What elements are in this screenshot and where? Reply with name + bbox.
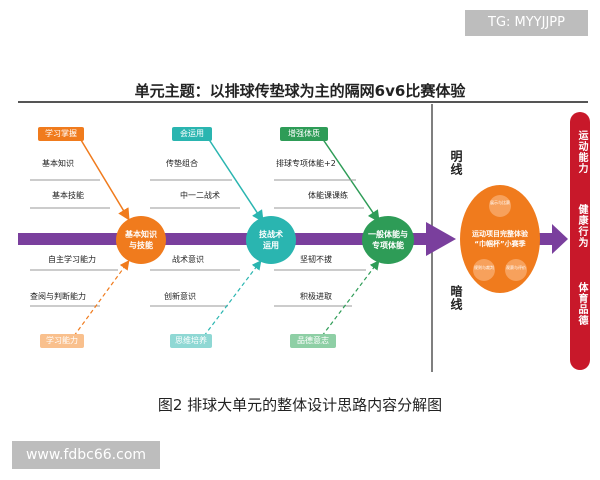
result-main-line-1: 运动项目完整体验 — [472, 230, 528, 238]
branch-2-node-line-2: 运用 — [263, 241, 279, 250]
outcome-2: 健康行为 — [576, 204, 587, 248]
diagram-title: 单元主题：以排球传垫球为主的隔网6v6比赛体验 — [134, 82, 466, 100]
watermark-bottom: www.fdbc66.com — [12, 441, 160, 469]
outcome-arrowhead — [552, 224, 568, 254]
branch-3-tag: 增强体质 — [280, 127, 328, 141]
outcome-1: 运动能力 — [576, 130, 587, 174]
branch-3-upper-1: 排球专项体能+2 — [276, 159, 336, 168]
branch-2-upper-1: 传垫组合 — [166, 159, 198, 168]
branch-3-node-line-1: 一般体能与 — [368, 230, 408, 239]
branch-3-lower-1: 坚韧不拔 — [300, 255, 332, 264]
outcome-capsule — [570, 112, 590, 370]
explicit-line-label: 明线 — [449, 150, 463, 176]
outcome-3: 体育品德 — [576, 282, 587, 326]
result-main-line-2: “巾帼杯”小赛季 — [474, 240, 526, 248]
branch-1-bottom-tag: 学习能力 — [40, 334, 84, 348]
branch-1-node-line-2: 与技能 — [129, 241, 153, 250]
branch-1-lower-1: 自主学习能力 — [48, 255, 96, 264]
result-main-text: 运动项目完整体验 “巾帼杯”小赛季 — [460, 229, 540, 249]
result-circle: 展示与比赛 规则与裁判 观赛与评价 运动项目完整体验 “巾帼杯”小赛季 — [460, 184, 540, 294]
branch-2-node-line-1: 技战术 — [259, 230, 283, 239]
branch-2-tag: 会运用 — [172, 127, 212, 141]
branch-3-lines — [274, 134, 380, 337]
branch-2-lines — [150, 134, 264, 337]
outcome-spine — [536, 233, 552, 245]
result-small-3: 观赛与评价 — [506, 265, 526, 270]
implicit-line-label: 暗线 — [449, 285, 463, 311]
result-small-2: 规则与裁判 — [474, 265, 494, 270]
branch-2-bottom-tag: 思维培养 — [170, 334, 212, 348]
branch-2-node: 技战术 运用 — [246, 216, 296, 264]
branch-3-node-line-2: 专项体能 — [372, 241, 404, 250]
watermark-top: TG: MYYJJPP — [465, 10, 588, 36]
branch-1-node-line-1: 基本知识 — [125, 230, 157, 239]
branch-1-lower-2: 查阅与判断能力 — [30, 292, 86, 301]
branch-3-lower-2: 积极进取 — [300, 292, 332, 301]
branch-1-lines — [30, 134, 130, 337]
branch-1-tag: 学习掌握 — [38, 127, 84, 141]
figure-caption: 图2 排球大单元的整体设计思路内容分解图 — [157, 396, 443, 414]
branch-3-bottom-tag: 品德意志 — [290, 334, 336, 348]
spine-arrowhead — [426, 222, 456, 256]
branch-3-node: 一般体能与 专项体能 — [362, 216, 414, 264]
branch-2-lower-1: 战术意识 — [172, 255, 204, 264]
branch-1-upper-1: 基本知识 — [42, 159, 74, 168]
result-circle-shape — [460, 185, 540, 293]
branch-1-node: 基本知识 与技能 — [116, 216, 166, 264]
branch-2-lower-2: 创新意识 — [164, 292, 196, 301]
branch-3-upper-2: 体能课课练 — [308, 191, 348, 200]
result-small-1: 展示与比赛 — [490, 200, 510, 205]
branch-2-upper-2: 中一二战术 — [180, 191, 220, 200]
branch-1-upper-2: 基本技能 — [52, 191, 84, 200]
